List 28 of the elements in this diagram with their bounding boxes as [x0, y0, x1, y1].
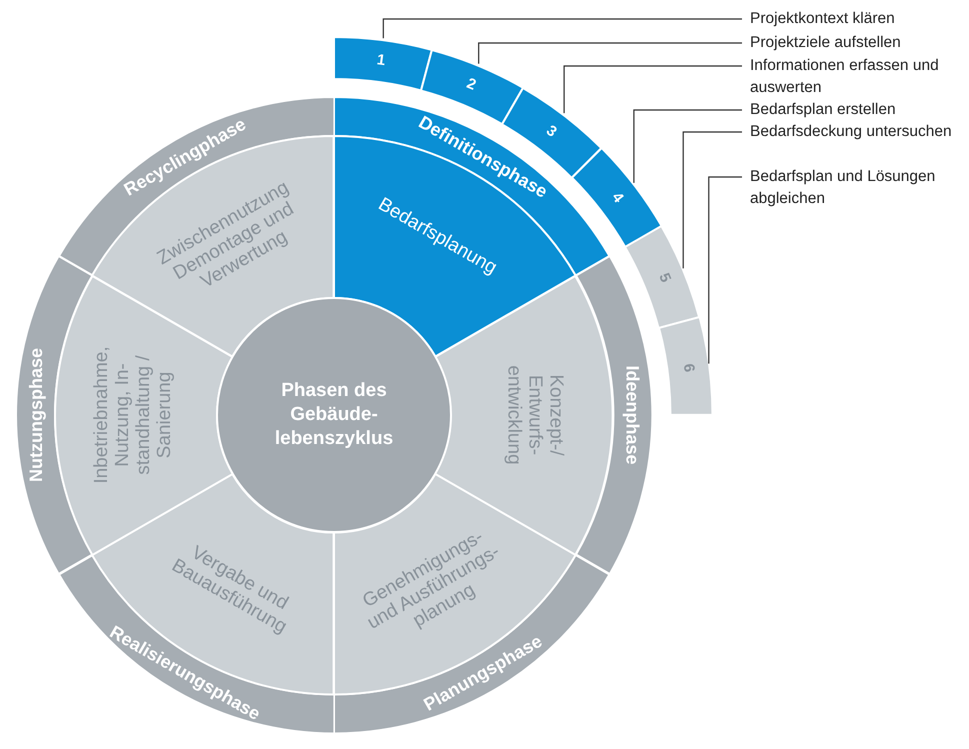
step-segment	[570, 146, 662, 248]
leader-line	[382, 18, 742, 38]
phase-label: Nutzungsphase	[24, 348, 47, 482]
step-description: Projektkontext klären	[750, 9, 896, 29]
step-segment	[333, 36, 433, 92]
step-segment	[624, 225, 700, 330]
step-number: 4	[608, 188, 628, 208]
sector-label: Inbetriebnahme, Nutzung, In- standhaltung / Sanierung	[92, 345, 176, 486]
step-number: 1	[374, 50, 387, 72]
leader-line	[682, 131, 742, 268]
step-segment	[658, 316, 713, 416]
leader-line	[478, 42, 742, 64]
leader-line	[564, 65, 742, 114]
sector-label: Konzept-/ Entwurfs- entwicklung	[502, 364, 566, 467]
step-number: 6	[678, 362, 699, 376]
step-description: Bedarfsdeckung untersuchen	[750, 122, 953, 142]
step-description: Informationen erfassen und auswerten	[750, 56, 940, 98]
step-number: 5	[654, 270, 675, 288]
step-number: 3	[543, 122, 562, 140]
phase-label: Ideenphase	[621, 365, 644, 465]
step-description: Bedarfsplan erstellen	[750, 100, 897, 120]
phase-ring-segment	[574, 255, 653, 575]
center-title: Phasen des Gebäude- lebenszyklus	[274, 379, 394, 451]
leader-line	[708, 176, 742, 364]
leader-line	[633, 109, 742, 183]
step-description: Projektziele aufstellen	[750, 33, 902, 53]
step-description: Bedarfsplan und Lösungen abgleichen	[750, 167, 936, 209]
step-number: 2	[462, 74, 479, 96]
